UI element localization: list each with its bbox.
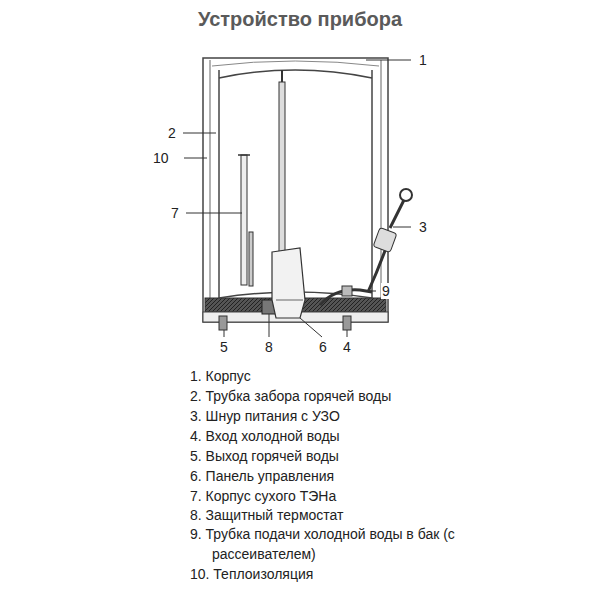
callout-number: 9 (381, 283, 391, 299)
callout-number: 10 (152, 150, 170, 166)
callout-number: 4 (342, 339, 352, 355)
callout-number: 5 (219, 339, 229, 355)
title: Устройство прибора (198, 8, 402, 31)
legend-item: 10. Теплоизоляция (190, 564, 512, 584)
legend-item: 3. Шнур питания с УЗО (190, 406, 512, 426)
legend-item: 5. Выход горячей воды (190, 446, 512, 466)
legend-item: 6. Панель управления (190, 466, 512, 486)
legend-item: 2. Трубка забора горячей воды (190, 386, 512, 406)
callout-number: 6 (318, 339, 328, 355)
callout-number: 2 (167, 125, 177, 141)
legend-item: 9. Трубка подачи холодной воды в бак (с … (190, 524, 512, 564)
callout-number: 3 (418, 219, 428, 235)
callout-number: 7 (170, 205, 180, 221)
legend-item: 7. Корпус сухого ТЭНа (190, 486, 512, 506)
legend-item: 4. Вход холодной воды (190, 426, 512, 446)
callout-number: 1 (418, 52, 428, 68)
callout-number: 8 (264, 339, 274, 355)
legend-item: 1. Корпус (190, 366, 512, 386)
legend-item: 8. Защитный термостат (190, 505, 512, 525)
